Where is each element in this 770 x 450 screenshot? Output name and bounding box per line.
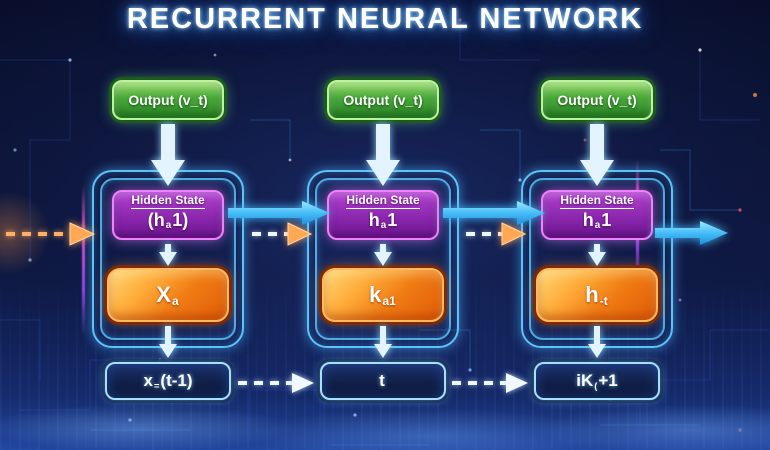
hidden-state-box: Hidden State (ha1) [112,190,224,240]
hidden-state-value: (ha1) [147,209,189,232]
rnn-cell-t: Output (v_t) Hidden State ha1 ka1 t [303,75,463,405]
input-box: h-t [536,268,658,322]
input-value: Xa [156,281,179,309]
output-box: Output (v_t) [327,80,439,120]
timestep-label: t [379,371,385,390]
timestep-label: iK(+1 [576,371,618,391]
hidden-state-title: Hidden State [346,192,420,209]
input-box: Xa [107,268,229,322]
hidden-state-value: ha1 [368,209,398,232]
rnn-cell-t-plus-1: Output (v_t) Hidden State ha1 h-t iK(+1 [517,75,677,405]
rnn-cell-t-minus-1: Output (v_t) Hidden State (ha1) Xa x=(t-… [88,75,248,405]
page-title: RECURRENT NEURAL NETWORK [126,3,644,35]
input-box: ka1 [322,268,444,322]
output-label: Output (v_t) [128,92,208,108]
output-box: Output (v_t) [541,80,653,120]
input-value: h-t [585,281,608,309]
output-label: Output (v_t) [343,92,423,108]
timestep-label-box: x=(t-1) [105,362,231,400]
output-label: Output (v_t) [557,92,637,108]
hidden-state-box: Hidden State ha1 [327,190,439,240]
timestep-label-box: t [320,362,446,400]
timestep-label: x=(t-1) [143,371,193,391]
hidden-state-value: ha1 [582,209,612,232]
output-box: Output (v_t) [112,80,224,120]
hidden-state-title: Hidden State [131,192,205,209]
hidden-state-box: Hidden State ha1 [541,190,653,240]
input-value: ka1 [369,281,396,309]
hidden-state-title: Hidden State [560,192,634,209]
timestep-label-box: iK(+1 [534,362,660,400]
pink-accent-line-left [82,185,85,335]
